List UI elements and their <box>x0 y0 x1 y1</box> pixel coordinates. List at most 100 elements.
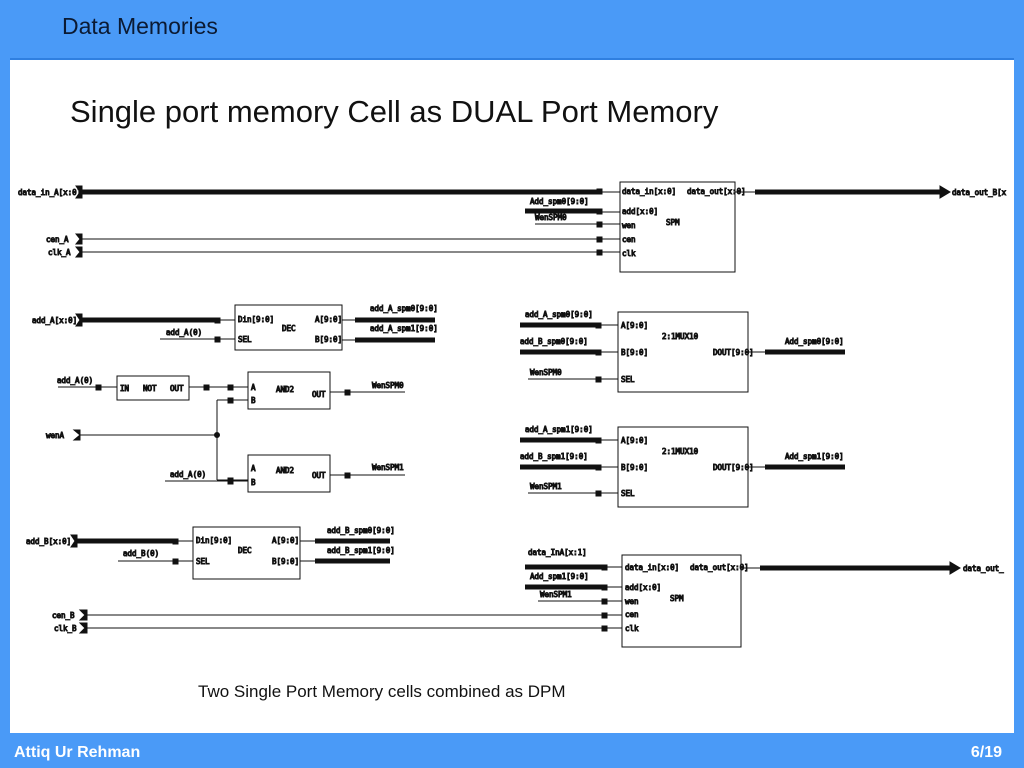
label-add-spm0-net: Add_spm0[9:0] <box>530 197 589 206</box>
spm-b-port-cen: cen <box>625 610 639 619</box>
dec-a-block-name: DEC <box>282 324 296 333</box>
label-add-a0-and: add_A(0) <box>170 470 206 479</box>
mux-1-name: 2:1MUX10 <box>662 447 699 456</box>
spm-a-port-clk: clk <box>622 249 636 258</box>
pin-spm-a-clk <box>596 249 603 256</box>
label-clk-a: clk_A <box>48 248 71 257</box>
spm-b-port-data-in: data_in[x:0] <box>625 563 679 572</box>
label-add-a-spm1-out: add_A_spm1[9:0] <box>370 324 438 333</box>
slide-title: Single port memory Cell as DUAL Port Mem… <box>70 94 719 129</box>
mux-1-port-a: A[9:0] <box>621 436 648 445</box>
port-marker-data-out-b <box>939 185 951 199</box>
label-clk-b: clk_B <box>54 624 77 633</box>
label-add-b: add_B[x:0] <box>26 537 71 546</box>
and-bottom-out-port: OUT <box>312 471 326 480</box>
mux-1-port-b: B[9:0] <box>621 463 648 472</box>
dec-b-port-din: Din[9:0] <box>196 536 232 545</box>
label-add-spm1-net: Add_spm1[9:0] <box>530 572 589 581</box>
spm-b-port-data-out: data_out[x:0] <box>690 563 749 572</box>
dec-a-port-din: Din[9:0] <box>238 315 274 324</box>
label-data-out-b2: data_out_ <box>963 564 1004 573</box>
label-add-a0-sel: add_A(0) <box>166 328 202 337</box>
and-top-box <box>247 371 331 410</box>
left-border <box>0 0 10 768</box>
label-mux0-a: add_A_spm0[9:0] <box>525 310 593 319</box>
spm-b-port-clk: clk <box>625 624 639 633</box>
and-top-in-b: B <box>251 396 256 405</box>
dec-a: Din[9:0] SEL DEC A[9:0] B[9:0] add_A[x:0… <box>32 304 438 351</box>
footer-bar <box>0 733 1024 768</box>
label-cen-a: cen_A <box>46 235 69 244</box>
port-marker-cen-a <box>74 233 83 245</box>
spm-b-port-wen: wen <box>625 597 639 606</box>
mux-0-port-out: DOUT[9:0] <box>713 348 754 357</box>
and-top-out-port: OUT <box>312 390 326 399</box>
spm-a-block-name: SPM <box>666 218 680 227</box>
page-number: 6/19 <box>970 744 1002 761</box>
port-marker-data-in-a <box>75 185 83 199</box>
spm-b: data_in[x:0] add[x:0] wen cen clk data_o… <box>52 548 1005 648</box>
mux-0-port-b: B[9:0] <box>621 348 648 357</box>
label-add-a-spm0-out: add_A_spm0[9:0] <box>370 304 438 313</box>
and-bottom-name: AND2 <box>276 466 294 475</box>
dec-a-port-b: B[9:0] <box>315 335 342 344</box>
spm-a-port-data-out: data_out[x:0] <box>687 187 746 196</box>
mux-1-port-sel: SEL <box>621 489 635 498</box>
label-wenspm1-net: WenSPM1 <box>540 590 572 599</box>
not-gate-box <box>116 375 190 401</box>
label-mux1-b: add_B_spm1[9:0] <box>520 452 588 461</box>
header-bar <box>0 0 1024 58</box>
label-wenspm0-net: WenSPM0 <box>535 213 567 222</box>
not-gate-in: IN <box>120 384 129 393</box>
spm-a-port-data-in: data_in[x:0] <box>622 187 676 196</box>
header-divider <box>0 58 1024 60</box>
dec-b-port-b: B[9:0] <box>272 557 299 566</box>
footer-author: Attiq Ur Rehman <box>14 744 141 761</box>
mux-0-name: 2:1MUX10 <box>662 332 699 341</box>
dec-a-box <box>234 304 343 351</box>
not-gate-out: OUT <box>170 384 184 393</box>
mux-1: A[9:0] B[9:0] SEL 2:1MUX10 DOUT[9:0] add… <box>520 425 845 508</box>
section-title: Data Memories <box>62 13 218 39</box>
pin-spm-a-wen <box>596 221 603 228</box>
label-add-b-spm1-out: add_B_spm1[9:0] <box>327 546 395 555</box>
label-wenspm0-out: WenSPM0 <box>372 381 404 390</box>
label-wenspm1-out: WenSPM1 <box>372 463 404 472</box>
label-mux1-sel: WenSPM1 <box>530 482 562 491</box>
spm-a-port-wen: wen <box>622 221 636 230</box>
dec-a-port-a: A[9:0] <box>315 315 342 324</box>
mux-0-port-a: A[9:0] <box>621 321 648 330</box>
mux-1-port-out: DOUT[9:0] <box>713 463 754 472</box>
label-mux0-out: Add_spm0[9:0] <box>785 337 844 346</box>
and-bottom-in-a: A <box>251 464 256 473</box>
spm-a-port-add: add[x:0] <box>622 207 658 216</box>
figure-caption: Two Single Port Memory cells combined as… <box>198 682 566 701</box>
dec-b-port-a: A[9:0] <box>272 536 299 545</box>
dec-b: Din[9:0] SEL DEC A[9:0] B[9:0] add_B[x:0… <box>26 526 395 580</box>
label-mux1-out: Add_spm1[9:0] <box>785 452 844 461</box>
label-mux0-sel: WenSPM0 <box>530 368 562 377</box>
and-bottom-in-b: B <box>251 478 256 487</box>
spm-a: data_in[x:0] add[x:0] wen cen clk data_o… <box>18 181 1007 273</box>
label-add-a: add_A[x:0] <box>32 316 77 325</box>
pin-spm-a-add <box>596 208 603 215</box>
dec-b-block-name: DEC <box>238 546 252 555</box>
label-data-in-a: data_in_A[x:0] <box>18 188 81 197</box>
label-mux1-a: add_A_spm1[9:0] <box>525 425 593 434</box>
and-bottom-box <box>247 454 331 493</box>
label-add-a0-not: add_A(0) <box>57 376 93 385</box>
pin-spm-a-data-in <box>596 188 603 195</box>
and-top-name: AND2 <box>276 385 294 394</box>
dec-b-port-sel: SEL <box>196 557 210 566</box>
label-wena: wenA <box>46 431 65 440</box>
spm-b-port-add: add[x:0] <box>625 583 661 592</box>
label-data-ina: data_InA[x:1] <box>528 548 587 557</box>
spm-b-block-name: SPM <box>670 594 684 603</box>
label-data-out-b: data_out_B[x <box>952 188 1007 197</box>
spm-a-box <box>619 181 736 273</box>
and-top-in-a: A <box>251 383 256 392</box>
right-border <box>1014 0 1024 768</box>
pin-spm-a-cen <box>596 236 603 243</box>
port-marker-clk-a <box>74 246 83 258</box>
